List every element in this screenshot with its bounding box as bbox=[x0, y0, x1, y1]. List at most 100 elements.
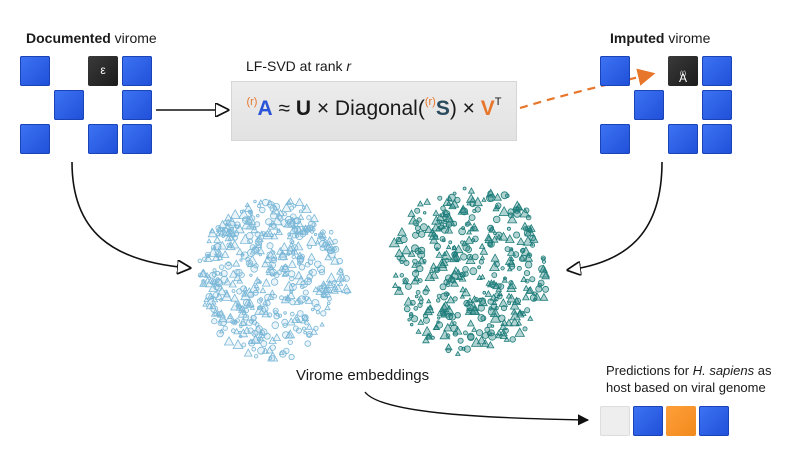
embedding-point bbox=[283, 311, 287, 315]
embedding-point bbox=[217, 240, 228, 250]
embedding-point bbox=[311, 307, 315, 312]
embedding-point bbox=[203, 296, 210, 303]
matrix-cell bbox=[702, 90, 732, 120]
embedding-point bbox=[240, 321, 246, 327]
embedding-point bbox=[442, 208, 450, 215]
embedding-point bbox=[230, 293, 240, 302]
embedding-point bbox=[459, 206, 467, 214]
embedding-point bbox=[418, 230, 426, 238]
prediction-cell bbox=[699, 406, 729, 436]
embedding-point bbox=[440, 205, 446, 211]
light-embedding-cluster bbox=[197, 197, 352, 362]
embedding-point bbox=[232, 259, 241, 267]
embedding-point bbox=[468, 214, 476, 222]
embedding-point bbox=[307, 259, 314, 265]
matrix-cell bbox=[634, 90, 664, 120]
dark-embedding-cluster bbox=[388, 186, 551, 356]
embedding-point bbox=[435, 321, 443, 329]
embedding-point bbox=[278, 349, 285, 356]
embedding-point bbox=[295, 251, 305, 260]
embedding-point bbox=[325, 272, 337, 283]
embedding-point bbox=[524, 307, 531, 314]
embedding-point bbox=[272, 333, 282, 341]
embedding-point bbox=[542, 285, 549, 293]
embedding-point bbox=[474, 206, 481, 213]
embedding-point bbox=[229, 239, 240, 249]
embedding-point bbox=[489, 261, 500, 272]
embedding-point bbox=[513, 210, 521, 218]
embedding-point bbox=[264, 300, 271, 307]
embedding-point bbox=[277, 215, 284, 222]
embedding-point bbox=[467, 187, 476, 194]
embedding-point bbox=[300, 227, 309, 235]
embedding-point bbox=[304, 340, 311, 347]
embedding-point bbox=[437, 195, 443, 201]
embedding-point bbox=[199, 279, 208, 287]
embedding-point bbox=[403, 305, 411, 313]
embedding-point bbox=[482, 290, 487, 295]
embedding-point bbox=[400, 235, 408, 244]
embedding-point bbox=[490, 253, 500, 262]
prediction-cell bbox=[600, 406, 630, 436]
embedding-point bbox=[410, 322, 414, 327]
embedding-point bbox=[440, 308, 451, 318]
embedding-point bbox=[527, 315, 534, 321]
embedding-point bbox=[335, 274, 345, 282]
embedding-point bbox=[320, 229, 326, 236]
embedding-point bbox=[289, 299, 296, 306]
embedding-point bbox=[279, 295, 284, 301]
embedding-point bbox=[388, 237, 400, 248]
embedding-point bbox=[507, 301, 512, 306]
embedding-point bbox=[208, 283, 218, 293]
embedding-point bbox=[471, 326, 478, 332]
embedding-point bbox=[452, 325, 463, 335]
embedding-point bbox=[417, 318, 425, 325]
embedding-point bbox=[525, 214, 532, 221]
embedding-point bbox=[280, 219, 289, 227]
embedding-point bbox=[445, 216, 456, 226]
embedding-point bbox=[430, 335, 435, 340]
embedding-point bbox=[249, 273, 253, 277]
embedding-point bbox=[203, 253, 213, 262]
embedding-point bbox=[267, 263, 275, 270]
embedding-point bbox=[291, 313, 302, 324]
embedding-point bbox=[319, 240, 327, 248]
embedding-point bbox=[533, 297, 537, 302]
embedding-point bbox=[294, 270, 304, 280]
embedding-point bbox=[523, 207, 530, 214]
embedding-point bbox=[462, 265, 469, 273]
embedding-point bbox=[440, 292, 449, 301]
embedding-point bbox=[435, 251, 444, 258]
embedding-point bbox=[460, 287, 471, 297]
embedding-point bbox=[445, 244, 452, 250]
embedding-point bbox=[257, 303, 264, 310]
embedding-point bbox=[462, 330, 468, 336]
embedding-point bbox=[291, 254, 296, 260]
embedding-point bbox=[252, 324, 264, 335]
embedding-point bbox=[484, 326, 491, 333]
embedding-point bbox=[442, 219, 448, 225]
embedding-point bbox=[436, 293, 442, 299]
embedding-point bbox=[337, 280, 344, 286]
matrix-cell bbox=[88, 124, 118, 154]
embedding-point bbox=[237, 308, 248, 318]
embedding-point bbox=[437, 316, 441, 320]
embedding-point bbox=[294, 225, 304, 235]
embedding-point bbox=[453, 244, 464, 254]
embedding-point bbox=[452, 296, 458, 302]
embedding-point bbox=[415, 328, 422, 334]
embedding-point bbox=[485, 279, 493, 286]
embedding-point bbox=[276, 229, 281, 234]
embedding-point bbox=[258, 335, 265, 341]
embedding-point bbox=[466, 228, 473, 235]
embedding-point bbox=[292, 325, 299, 332]
embedding-point bbox=[280, 263, 291, 272]
embedding-point bbox=[286, 290, 296, 300]
embedding-point bbox=[509, 300, 520, 310]
embedding-point bbox=[448, 320, 456, 326]
embedding-point bbox=[238, 328, 249, 338]
embedding-point bbox=[307, 220, 316, 228]
embedding-point bbox=[316, 285, 323, 292]
embedding-point bbox=[411, 262, 418, 268]
embedding-point bbox=[477, 314, 486, 322]
